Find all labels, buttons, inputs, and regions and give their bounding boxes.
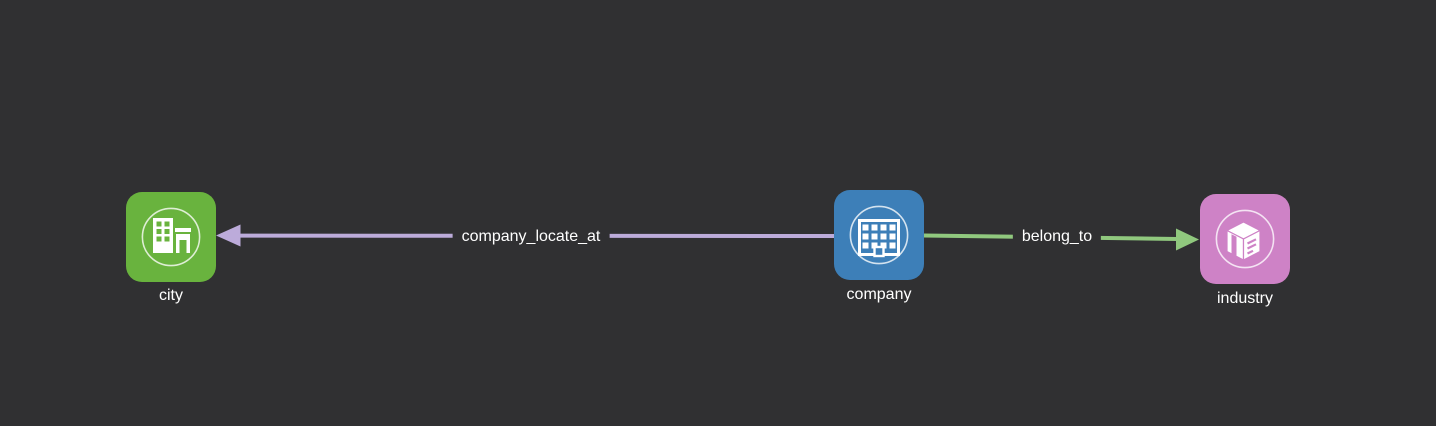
- edge-arrowhead-left[interactable]: [216, 224, 241, 247]
- node-label-company: company: [846, 286, 912, 303]
- edge-label-belong-to[interactable]: belong_to: [1012, 227, 1102, 247]
- industry-package-icon: [1215, 209, 1275, 269]
- edge-label-company-locate-at[interactable]: company_locate_at: [452, 227, 610, 247]
- node-industry[interactable]: [1200, 194, 1290, 284]
- office-building-icon: [849, 205, 909, 265]
- city-buildings-icon: [141, 207, 201, 267]
- node-label-city: city: [159, 287, 183, 304]
- node-company[interactable]: [834, 190, 924, 280]
- edge-arrowhead-right[interactable]: [1176, 228, 1199, 251]
- node-label-industry: industry: [1216, 290, 1274, 307]
- node-city[interactable]: [126, 192, 216, 282]
